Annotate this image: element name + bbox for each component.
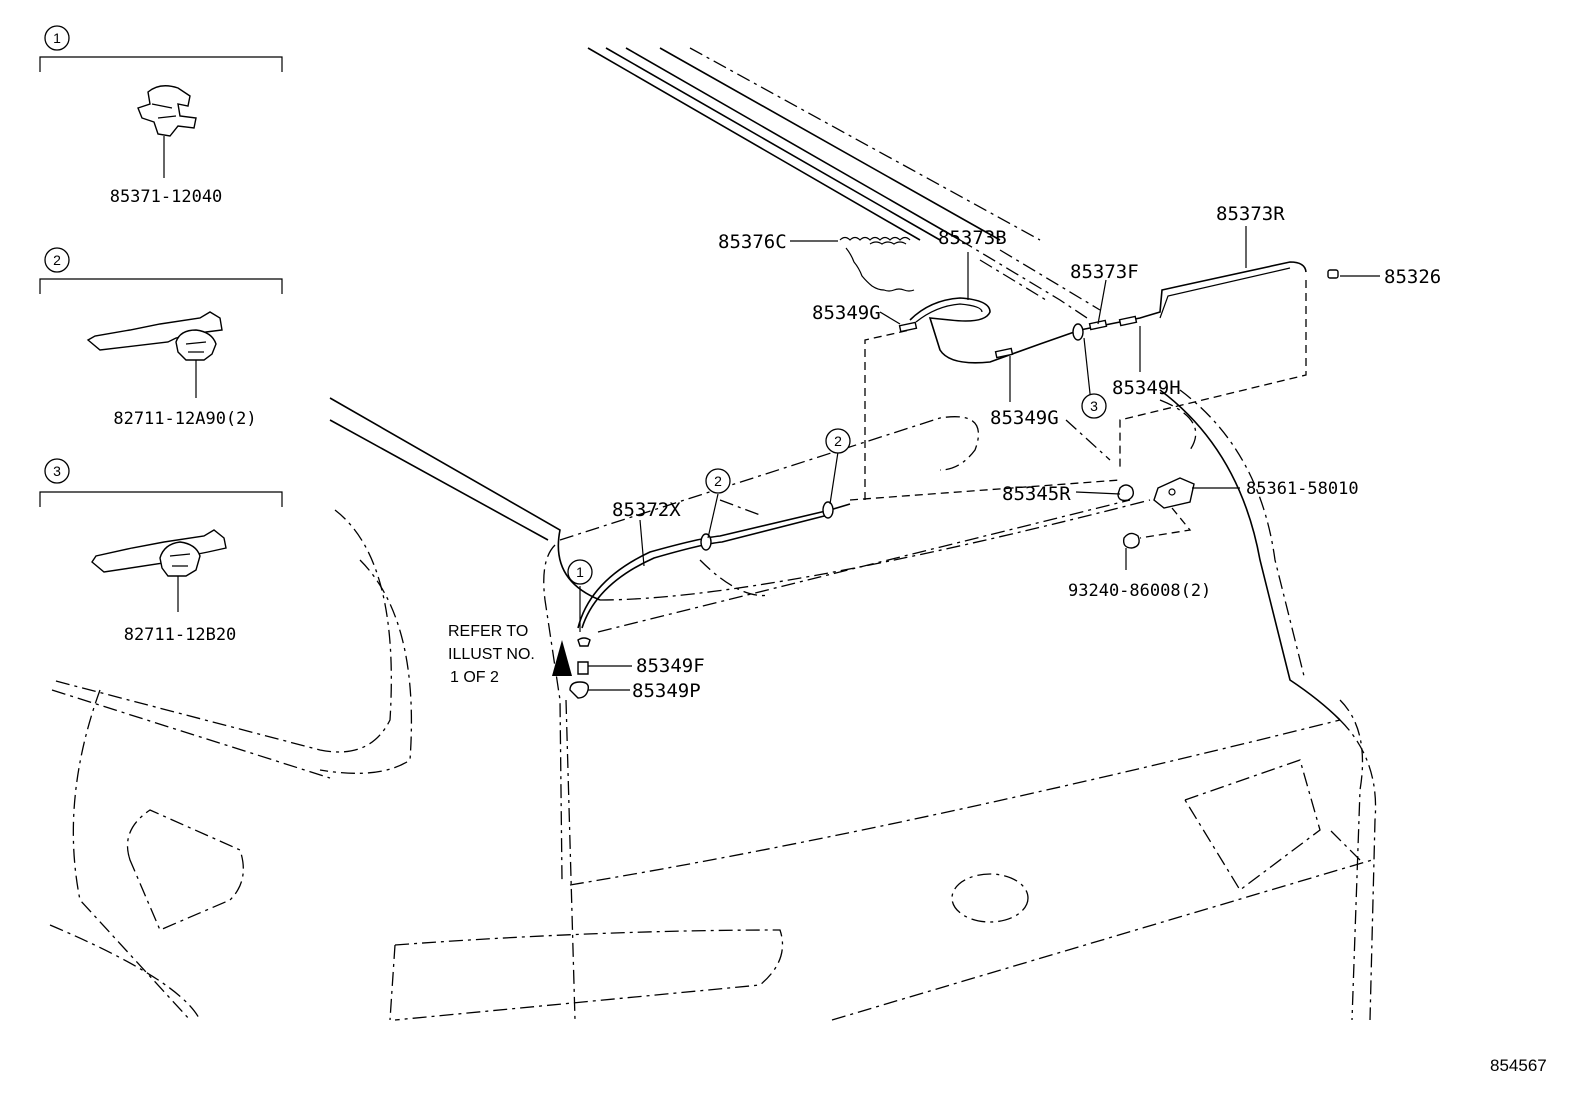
detail-part-number: 82711-12A90(2) [113, 409, 256, 429]
detail-bracket [39, 278, 283, 294]
callout-85373R: 85373R [1216, 203, 1285, 225]
detail-bracket [39, 56, 283, 72]
svg-text:1 OF 2: 1 OF 2 [450, 669, 499, 686]
nozzle-85361 [1153, 477, 1195, 509]
joint-85349G [898, 321, 918, 333]
license-lamp-bracket-icon [91, 529, 227, 612]
washer-nozzle-icon [137, 85, 197, 178]
reference-note: REFER TO ILLUST NO. 1 OF 2 [448, 623, 535, 686]
callout-85349F: 85349F [636, 655, 705, 677]
callout-85361-58010: 85361-58010 [1246, 479, 1359, 499]
callout-85326: 85326 [1384, 266, 1441, 288]
callout-85349P: 85349P [632, 680, 701, 702]
circle-marker-1: 1 [567, 559, 593, 585]
joint-85349H [1118, 315, 1138, 327]
svg-text:3: 3 [1090, 398, 1098, 414]
leader-lines [579, 226, 1380, 691]
cap-85326 [1327, 269, 1339, 279]
callout-93240-86008: 93240-86008(2) [1068, 581, 1211, 601]
washer-hose-assembly [552, 236, 1339, 699]
callout-85349G-top: 85349G [812, 302, 881, 324]
svg-text:2: 2 [714, 473, 722, 489]
valve-85345R [1117, 484, 1135, 502]
callout-85373B: 85373B [938, 227, 1007, 249]
connector-icon [577, 637, 591, 647]
hose-85372X [577, 503, 851, 629]
hose-85373B [909, 297, 1081, 364]
detail-part-number: 82711-12B20 [124, 625, 237, 645]
callout-85349G-mid: 85349G [990, 407, 1059, 429]
clip-93240 [1122, 532, 1140, 549]
detail-index: 2 [53, 252, 61, 268]
svg-text:ILLUST NO.: ILLUST NO. [448, 646, 535, 663]
callout-85372X: 85372X [612, 499, 681, 521]
circle-marker-3: 3 [1081, 393, 1107, 419]
detail-box-1: 1 85371-12040 [39, 25, 283, 207]
detail-box-3: 3 82711-12B20 [39, 458, 283, 645]
license-lamp-bracket-icon [86, 311, 223, 398]
clamp-icon [822, 501, 834, 519]
clamp-icon [700, 533, 712, 551]
svg-text:1: 1 [576, 564, 584, 580]
detail-index-circle [44, 247, 70, 273]
reference-arrow-icon [552, 640, 572, 676]
detail-bracket [39, 491, 283, 507]
joint-85349F-part [577, 661, 589, 675]
callout-85349H: 85349H [1112, 377, 1181, 399]
joint-85349F [1088, 319, 1108, 331]
detail-part-number: 85371-12040 [110, 187, 223, 207]
detail-index: 1 [53, 30, 61, 46]
elbow-85349P-part [569, 681, 590, 699]
vehicle-body-outline [49, 47, 1377, 1021]
detail-index-circle [44, 458, 70, 484]
callout-85373F: 85373F [1070, 261, 1139, 283]
sheet-number: 854567 [1490, 1056, 1547, 1075]
detail-index-circle [44, 25, 70, 51]
circle-marker-2a: 2 [705, 468, 731, 494]
detail-box-2: 2 82711-12A90(2) [39, 247, 283, 429]
svg-text:2: 2 [834, 433, 842, 449]
callout-85376C: 85376C [718, 231, 787, 253]
circle-marker-2b: 2 [825, 428, 851, 454]
hose-85376C [839, 236, 911, 241]
detail-index: 3 [53, 463, 61, 479]
clamp-icon [1072, 323, 1084, 341]
svg-text:REFER TO: REFER TO [448, 623, 528, 640]
callout-labels: 85376C 85373B 85373R 85373F 85326 85349G… [612, 203, 1441, 702]
joint-85349G [994, 347, 1014, 359]
callout-85345R: 85345R [1002, 483, 1071, 505]
hose-85373R [1079, 261, 1307, 331]
